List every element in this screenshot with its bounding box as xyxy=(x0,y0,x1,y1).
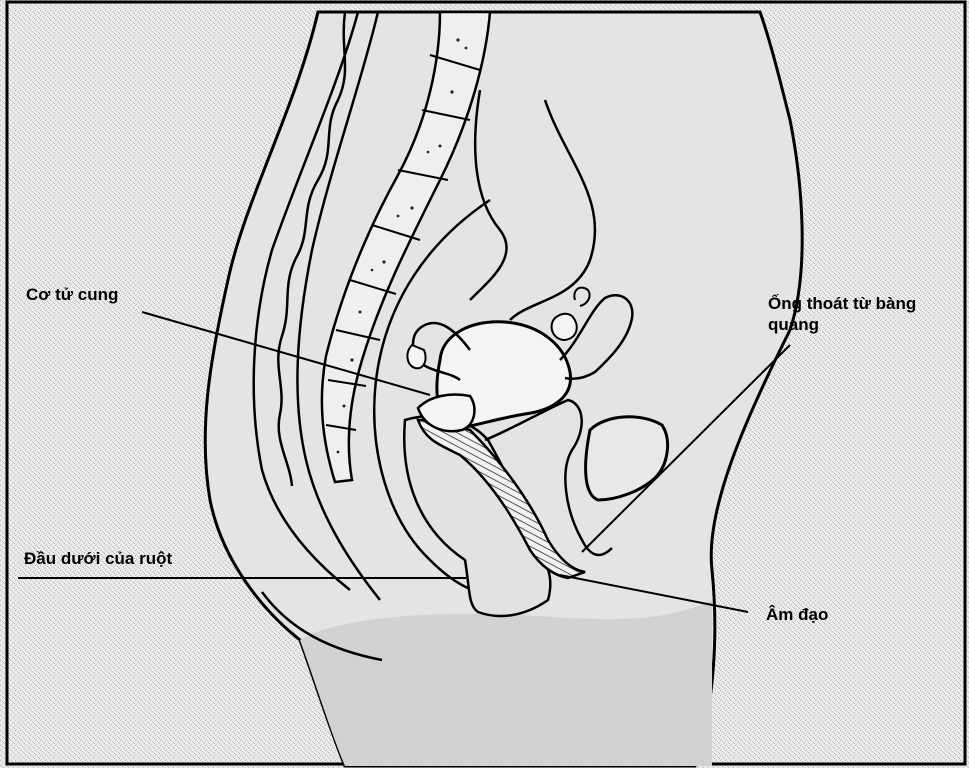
label-rectum: Đầu dưới của ruột xyxy=(24,548,172,569)
label-urethra-line1: Ống thoát từ bàng xyxy=(768,293,916,314)
label-urethra: Ống thoát từ bàng quang xyxy=(768,293,916,335)
body-lower-shade xyxy=(300,600,712,766)
ovary-left xyxy=(407,345,425,368)
label-uterus-muscle: Cơ tử cung xyxy=(26,284,118,305)
label-vagina: Âm đạo xyxy=(766,604,828,625)
label-urethra-line2: quang xyxy=(768,314,916,335)
ovary-right xyxy=(552,314,577,340)
